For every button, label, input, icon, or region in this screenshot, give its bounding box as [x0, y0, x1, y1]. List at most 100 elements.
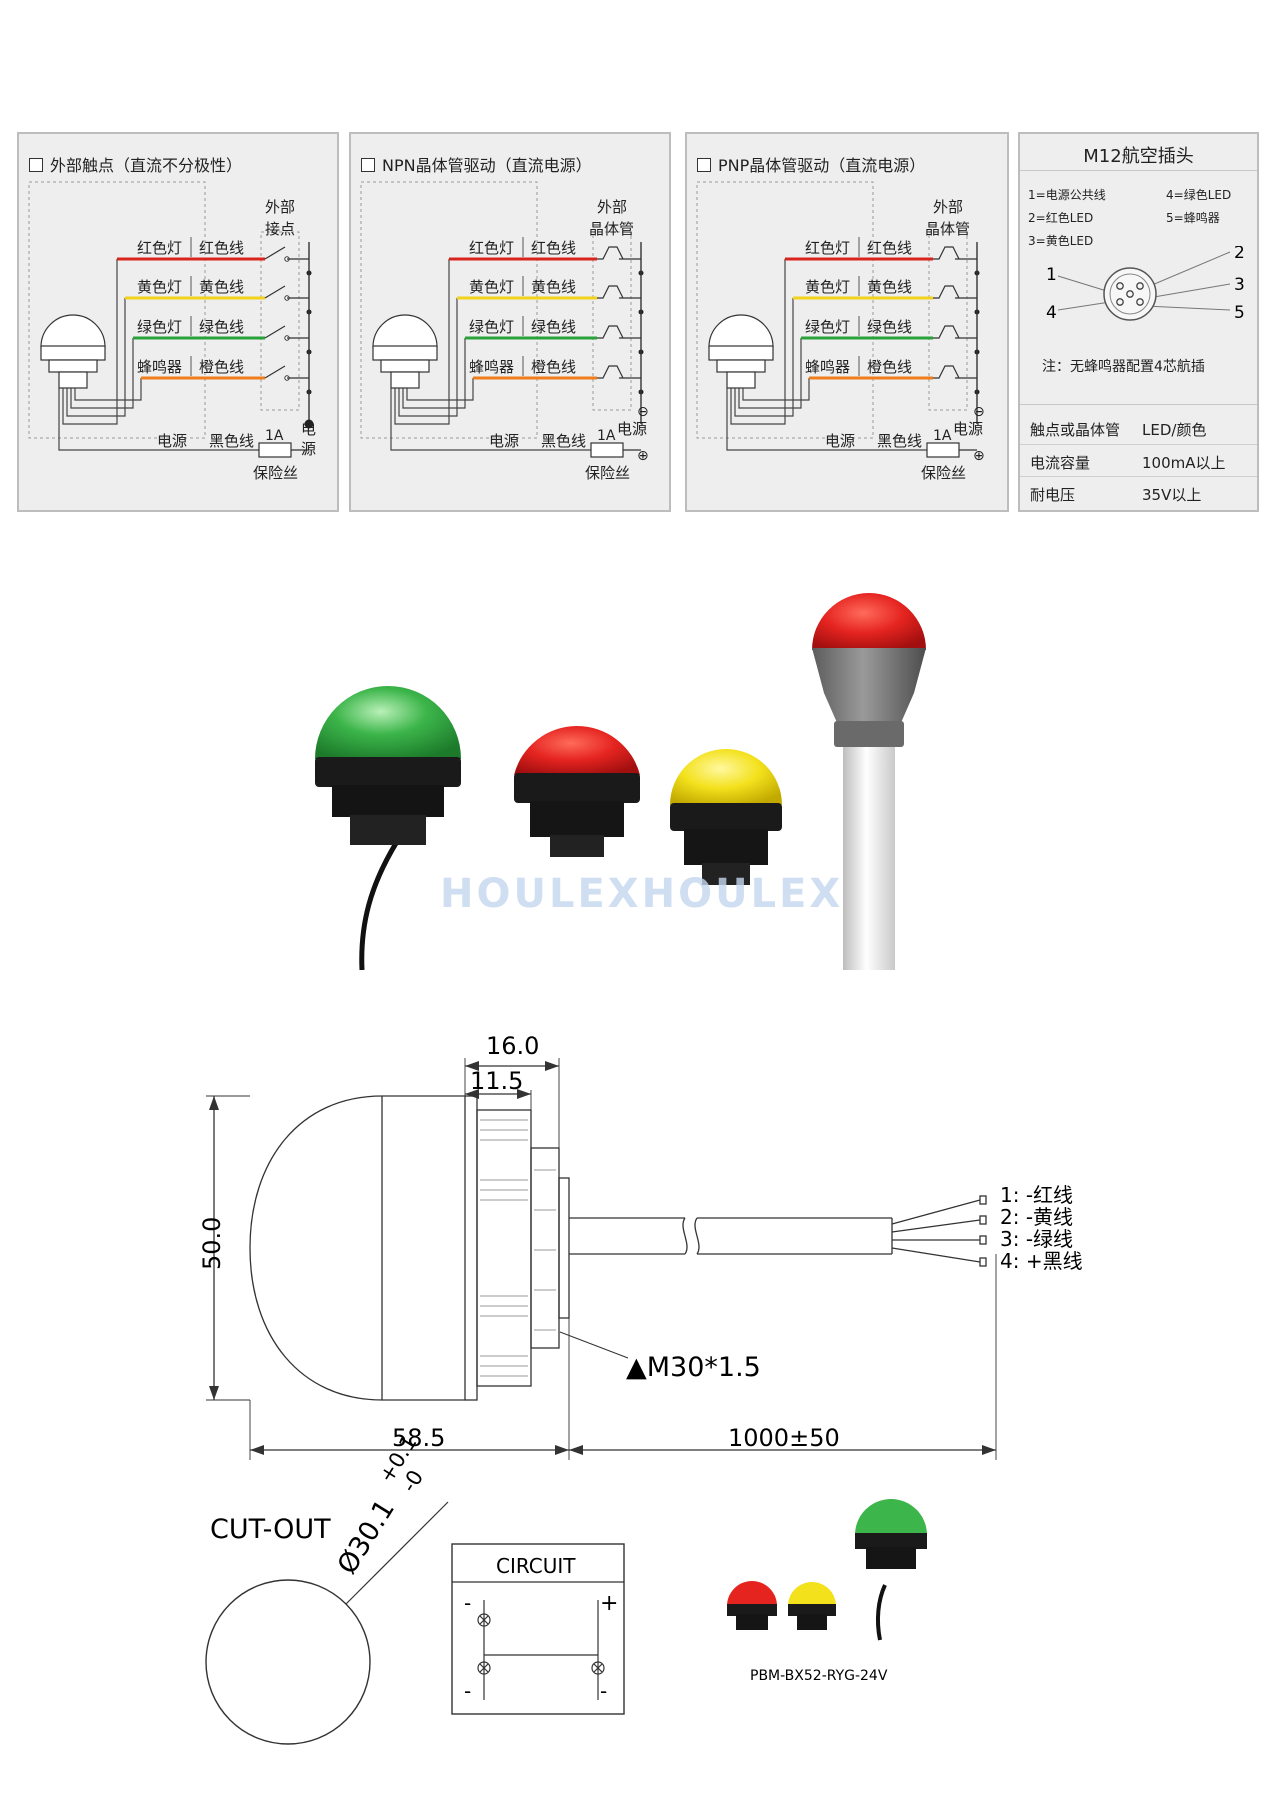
lamp-label: 绿色灯: [137, 318, 182, 336]
small-green-lamp: [855, 1499, 927, 1641]
black-wire-label: 黑色线: [209, 432, 254, 450]
green-lamp: [315, 686, 461, 971]
lamp-label: 蜂鸣器: [469, 358, 514, 376]
circuit-title: CIRCUIT: [496, 1554, 576, 1578]
pin-legend: 3=黄色LED: [1028, 234, 1094, 248]
spec-value: 35V以上: [1142, 486, 1202, 504]
lamp-label: 绿色灯: [469, 318, 514, 336]
panel-title: NPN晶体管驱动（直流电源）: [361, 152, 592, 176]
lamp-wires: [58, 259, 279, 451]
spec-row: 触点或晶体管 LED/颜色: [1020, 412, 1257, 444]
supply-label: 电源: [953, 420, 983, 438]
switch-label: 外部: [265, 198, 295, 216]
plus-terminal-icon: ⊕: [637, 448, 649, 464]
switch-label: 接点: [265, 220, 295, 238]
m12-pinout-diagram: 1 2 3 4 5: [1046, 246, 1245, 323]
wire-label: 4: +黑线: [1000, 1249, 1083, 1273]
spec-row: 耐电压 35V以上: [1020, 476, 1257, 509]
spec-key: 电流容量: [1030, 454, 1091, 472]
lamp-label: 红色灯: [137, 239, 182, 257]
m12-connector-face: [1103, 267, 1157, 321]
fuse-icon: [926, 442, 960, 458]
fuse-icon: [258, 442, 292, 458]
checkbox-icon: [361, 158, 375, 172]
lamp-wires: [726, 259, 947, 451]
technical-drawing: 16.0 11.5 50.0 58.5 1000±50 ▲M30*1.5 1: …: [0, 1010, 1276, 1790]
circuit-minus: -: [464, 1679, 471, 1703]
wiring-panel-contact: 外部触点（直流不分极性） 红色灯红色线黄色灯黄色线绿色灯绿色线蜂鸣器橙色线外部接…: [17, 132, 339, 512]
panel-title-text: NPN晶体管驱动（直流电源）: [382, 156, 592, 175]
circuit-plus: +: [600, 1591, 618, 1616]
checkbox-icon: [29, 158, 43, 172]
wire-color-label: 红色线: [199, 239, 244, 257]
cutout-circle: [205, 1579, 371, 1745]
wire-color-label: 橙色线: [531, 358, 576, 376]
wire-color-label: 红色线: [531, 239, 576, 257]
transistor-symbol: [597, 365, 624, 379]
spec-value: LED/颜色: [1142, 421, 1207, 439]
pin-number: 3: [1234, 275, 1245, 295]
red-lamp: [514, 726, 640, 857]
power-label: 电源: [157, 432, 187, 450]
thread-spec: ▲M30*1.5: [626, 1352, 761, 1383]
supply-label: 电: [301, 420, 316, 438]
transistor-symbol: [933, 325, 960, 339]
transistor-symbol: [933, 246, 960, 260]
dimension-label: 16.0: [486, 1032, 539, 1060]
signal-lamps-illustration: HOULEXHOULEX: [315, 593, 926, 971]
transistor-symbol: [597, 325, 624, 339]
panel-title-text: PNP晶体管驱动（直流电源）: [718, 156, 926, 175]
switch-outline: [592, 231, 632, 411]
dimension-label: 58.5: [392, 1424, 445, 1452]
yellow-lamp: [670, 749, 782, 885]
panel-title-text: 外部触点（直流不分极性）: [50, 156, 243, 175]
dimension-label: 1000±50: [728, 1424, 840, 1452]
cutout-label: CUT-OUT: [210, 1514, 331, 1545]
spec-row: 电流容量 100mA以上: [1020, 444, 1257, 477]
wiring-panel-npn: NPN晶体管驱动（直流电源） 红色灯红色线黄色灯黄色线绿色灯绿色线蜂鸣器橙色线外…: [349, 132, 671, 512]
spec-key: 触点或晶体管: [1030, 421, 1121, 439]
wire-color-label: 红色线: [867, 239, 912, 257]
pin-legend: 1=电源公共线: [1028, 188, 1106, 202]
lamp-wires: [390, 259, 611, 451]
wire-color-label: 黄色线: [531, 278, 576, 296]
circuit-minus: -: [600, 1679, 607, 1703]
switch-label: 晶体管: [925, 220, 970, 238]
lamp-label: 红色灯: [469, 239, 514, 257]
spec-key: 耐电压: [1030, 486, 1076, 504]
dimension-drawing: 16.0 11.5 50.0 58.5 1000±50 ▲M30*1.5 1: …: [198, 1032, 1083, 1745]
watermark: HOULEXHOULEX: [440, 871, 843, 917]
dimension-label: 50.0: [198, 1217, 226, 1270]
small-red-lamp: [727, 1581, 777, 1630]
fuse-rating: 1A: [597, 428, 616, 444]
power-label: 电源: [825, 432, 855, 450]
wire-label: 1: -红线: [1000, 1183, 1073, 1207]
lamp-icon: [372, 314, 438, 389]
pin-legend: 2=红色LED: [1028, 211, 1094, 225]
lamp-icon: [708, 314, 774, 389]
wire-color-label: 黄色线: [199, 278, 244, 296]
panel-title: PNP晶体管驱动（直流电源）: [697, 152, 925, 176]
circuit-box: [451, 1543, 625, 1715]
transistor-symbol: [597, 246, 624, 260]
pin-number: 1: [1046, 265, 1057, 285]
lamp-label: 蜂鸣器: [137, 358, 182, 376]
minus-terminal-icon: ⊖: [973, 404, 985, 420]
divider: [1020, 404, 1257, 405]
lamp-label: 黄色灯: [805, 278, 850, 296]
wire-color-label: 绿色线: [531, 318, 576, 336]
fuse-label: 保险丝: [253, 464, 298, 482]
switch-outline: [928, 231, 968, 411]
wire-color-label: 黄色线: [867, 278, 912, 296]
small-yellow-lamp: [788, 1582, 836, 1630]
dimension-label: 11.5: [470, 1067, 523, 1095]
checkbox-icon: [697, 158, 711, 172]
supply-label: 电源: [617, 420, 647, 438]
pin-legend: 5=蜂鸣器: [1166, 211, 1220, 225]
plus-terminal-icon: ⊕: [973, 448, 985, 464]
model-number: PBM-BX52-RYG-24V: [750, 1668, 888, 1684]
pin-legend: 4=绿色LED: [1166, 188, 1232, 202]
